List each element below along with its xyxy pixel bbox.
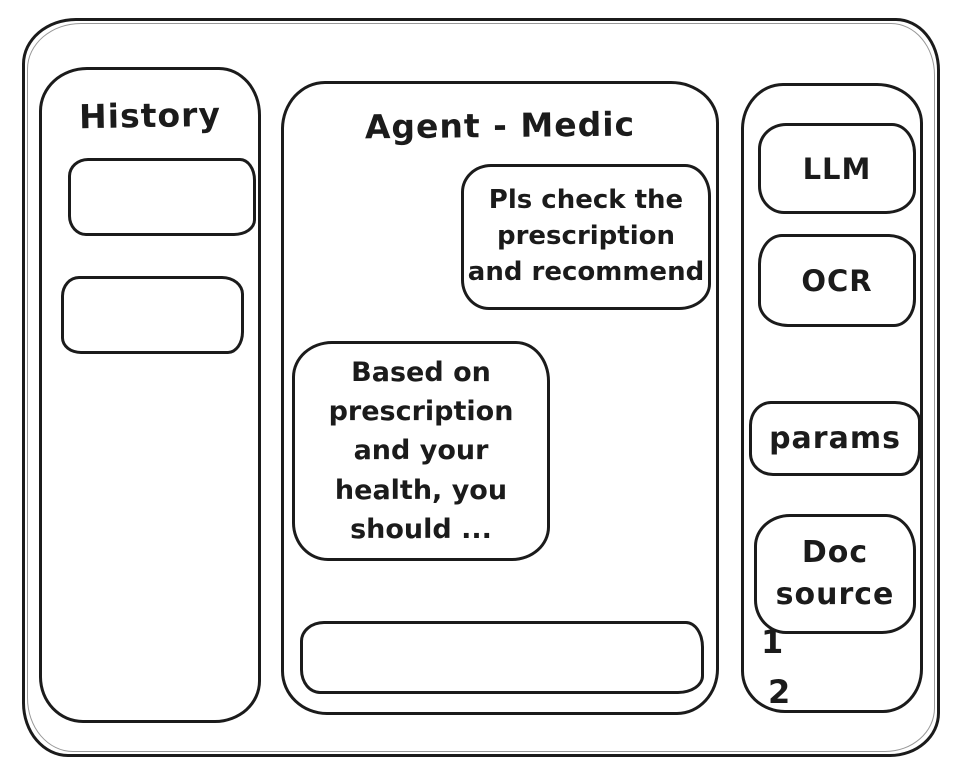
doc-source-item-2[interactable]: 2 (768, 673, 791, 711)
history-panel: History (39, 67, 261, 723)
app-window-frame: History Agent - Medic Pls check the pres… (22, 18, 940, 757)
doc-source-button[interactable]: Doc source (754, 514, 916, 634)
assistant-message-bubble: Based on prescription and your health, y… (292, 341, 550, 561)
user-message-bubble: Pls check the prescription and recommend (461, 164, 711, 310)
history-item[interactable] (61, 276, 244, 354)
chat-title: Agent - Medic (364, 104, 636, 147)
doc-source-item-1[interactable]: 1 (761, 623, 784, 661)
params-button[interactable]: params (749, 401, 921, 476)
tools-panel: LLM OCR params Doc source 1 2 (741, 83, 923, 713)
history-item[interactable] (68, 158, 256, 236)
message-input[interactable] (300, 621, 704, 694)
chat-panel: Agent - Medic Pls check the prescription… (281, 81, 719, 715)
llm-button[interactable]: LLM (758, 123, 916, 214)
history-title: History (78, 94, 222, 137)
ocr-button[interactable]: OCR (758, 234, 916, 327)
